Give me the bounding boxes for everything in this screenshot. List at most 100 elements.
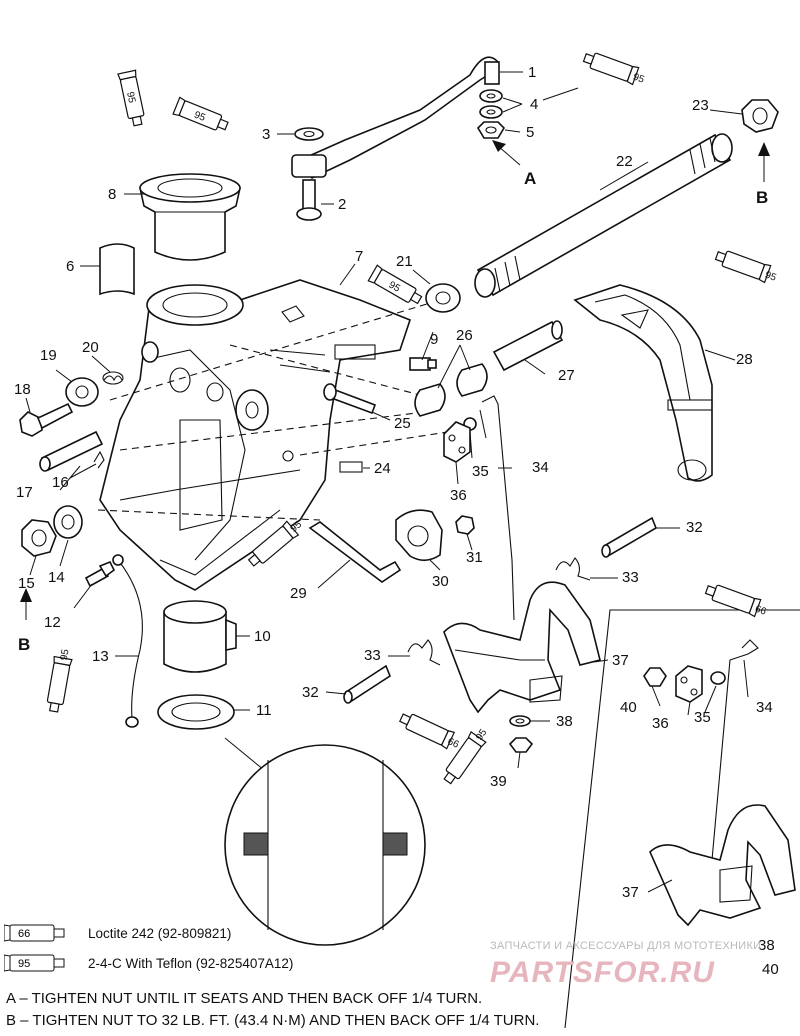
spring (102, 371, 124, 385)
reverse-lock-pin (492, 320, 564, 372)
callout-28: 28 (736, 351, 753, 368)
callout-10: 10 (254, 628, 271, 645)
svg-text:95: 95 (124, 91, 137, 105)
bushing-liner (99, 243, 135, 296)
legend-text-teflon: 2-4-C With Teflon (92-825407A12) (88, 955, 294, 971)
callout-22: 22 (616, 153, 633, 170)
lever-spring-lower (407, 639, 441, 666)
tilt-tube (474, 133, 733, 298)
actuator-rod (481, 395, 515, 621)
callout-38: 38 (556, 713, 573, 730)
arrow-a (492, 140, 521, 166)
callout-1: 1 (528, 64, 536, 81)
callout-4: 4 (530, 96, 538, 113)
callout-34: 34 (532, 459, 549, 476)
callout-36: 36 (450, 487, 467, 504)
callout-13: 13 (92, 648, 109, 665)
washer-nut-stack (476, 89, 506, 139)
callout-36: 36 (652, 715, 669, 732)
bushing-collar (65, 377, 99, 407)
callout-30: 30 (432, 573, 449, 590)
callout-38: 38 (758, 937, 775, 954)
callout-33: 33 (364, 647, 381, 664)
callout-39: 39 (490, 773, 507, 790)
note-a: A – TIGHTEN NUT UNTIL IT SEATS AND THEN … (6, 990, 483, 1007)
lock-nut (455, 515, 475, 535)
callout-8: 8 (108, 186, 116, 203)
callout-7: 7 (355, 248, 363, 265)
tilt-tube-bushings (414, 363, 488, 417)
lever-pin-upper (601, 516, 657, 558)
mounting-plate (443, 421, 471, 463)
callout-9: 9 (430, 331, 438, 348)
svg-text:95: 95 (18, 958, 30, 970)
callout-6: 6 (66, 258, 74, 275)
lubricant-tube-66: 66 (397, 708, 461, 751)
label-b-right: B (756, 188, 768, 207)
callout-37: 37 (612, 652, 629, 669)
lubricant-tube-95: 95 (581, 48, 646, 86)
callout-32: 32 (686, 519, 703, 536)
tilt-tube-nut (741, 99, 779, 133)
svg-text:66: 66 (753, 604, 768, 618)
callout-24: 24 (374, 460, 391, 477)
svg-text:66: 66 (446, 736, 461, 751)
callout-3: 3 (262, 126, 270, 143)
washer-38 (509, 715, 531, 727)
legend-text-loctite: Loctite 242 (92-809821) (88, 925, 232, 941)
lower-swivel-bushing (163, 600, 237, 673)
lubricant-tube-95: 95 (44, 648, 73, 714)
lubricant-tube-95: 95 (367, 264, 425, 309)
steering-link-rod (291, 56, 500, 221)
callout-31: 31 (466, 549, 483, 566)
label-a: A (524, 169, 536, 188)
callout-19: 19 (40, 347, 57, 364)
label-b-left: B (18, 635, 30, 654)
callout-20: 20 (82, 339, 99, 356)
lock-clamp (395, 509, 443, 562)
ground-screw (84, 560, 116, 588)
cotter-pin (93, 450, 105, 469)
tube-95-icon: 95 (4, 954, 65, 972)
arrow-b-left (20, 588, 32, 620)
callout-35: 35 (694, 709, 711, 726)
callout-40: 40 (762, 961, 779, 978)
svg-text:95: 95 (631, 72, 646, 86)
callout-15: 15 (18, 575, 35, 592)
swivel-bracket (99, 279, 411, 591)
steering-nut (21, 519, 57, 557)
callout-21: 21 (396, 253, 413, 270)
leader-lines (25, 71, 749, 893)
section-detail (224, 737, 426, 946)
callout-23: 23 (692, 97, 709, 114)
watermark-logo: PARTSFOR.RU (490, 956, 715, 989)
callout-11: 11 (256, 702, 272, 719)
ground-wire-terminal (125, 716, 139, 728)
callout-26: 26 (456, 327, 473, 344)
tilt-pin (39, 430, 104, 472)
note-b: B – TIGHTEN NUT TO 32 LB. FT. (43.4 N·M)… (6, 1012, 540, 1029)
callout-27: 27 (558, 367, 575, 384)
callout-32: 32 (302, 684, 319, 701)
grease-fitting (409, 357, 437, 371)
inset-panel (564, 609, 800, 1029)
alignment-lines (97, 299, 461, 521)
legend-row-teflon: 95 2-4-C With Teflon (92-825407A12) (4, 952, 293, 974)
lubricant-tube-95: 95 (117, 69, 148, 128)
svg-text:95: 95 (763, 270, 778, 284)
ground-wire (117, 559, 143, 719)
tube-66-icon: 66 (4, 924, 65, 942)
lubricant-tube-95: 95 (713, 246, 778, 284)
callout-16: 16 (52, 474, 69, 491)
steering-washer (53, 505, 83, 539)
svg-text:95: 95 (192, 110, 207, 125)
callout-2: 2 (338, 196, 346, 213)
nut-39 (508, 737, 534, 753)
lever-pin-lower (343, 664, 391, 704)
callout-37: 37 (622, 884, 639, 901)
watermark-caption: ЗАПЧАСТИ И АКСЕССУАРЫ ДЛЯ МОТОТЕХНИКИ (490, 940, 762, 952)
callout-33: 33 (622, 569, 639, 586)
ground-wire-eyelet (112, 554, 124, 566)
svg-text:95: 95 (387, 280, 403, 295)
